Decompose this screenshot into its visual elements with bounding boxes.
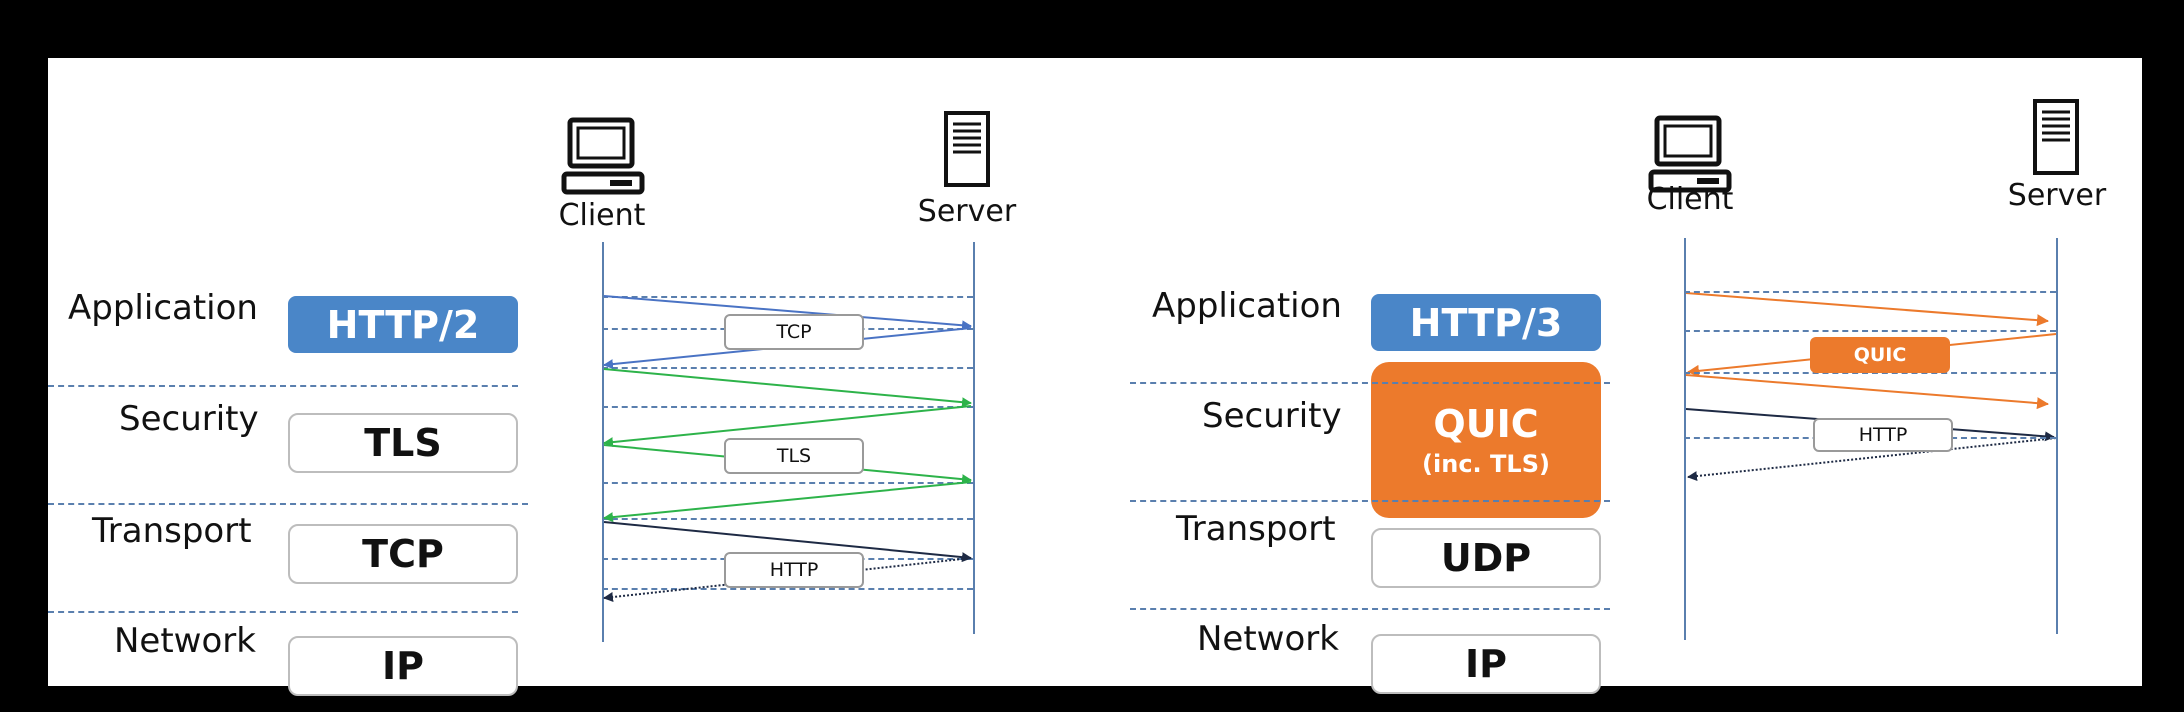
tls-box: TLS — [288, 413, 518, 473]
client-lifeline — [602, 242, 604, 642]
computer-icon — [561, 117, 645, 195]
timeline-tick — [602, 367, 973, 369]
layer-label-transport: Transport — [92, 511, 252, 551]
timeline-tick — [602, 296, 973, 298]
quic-box-subtitle: (inc. TLS) — [1422, 450, 1550, 478]
layer-label-transport: Transport — [1176, 509, 1336, 549]
timeline-tick — [602, 518, 973, 520]
quic-arrow-1 — [1685, 292, 2049, 327]
tcp-message-label: TCP — [724, 314, 864, 350]
tls-arrow-2 — [603, 405, 972, 448]
layer-label-application: Application — [68, 288, 258, 328]
tls-arrow-4 — [603, 481, 972, 523]
quic-message-label: QUIC — [1810, 337, 1950, 373]
layer-divider — [48, 503, 528, 505]
layer-label-network: Network — [114, 621, 256, 661]
layer-divider — [48, 385, 518, 387]
timeline-tick — [1684, 330, 2056, 332]
client-label: Client — [1646, 182, 1734, 217]
timeline-tick — [602, 588, 973, 590]
quic-box-title: QUIC — [1433, 402, 1539, 446]
layer-divider — [1130, 608, 1610, 610]
timeline-tick — [1684, 372, 2056, 374]
layer-label-application: Application — [1152, 286, 1342, 326]
ip-box: IP — [288, 636, 518, 696]
layer-label-network: Network — [1197, 619, 1339, 659]
quic-box: QUIC (inc. TLS) — [1371, 362, 1601, 518]
tcp-syn-arrow — [603, 295, 972, 331]
layer-label-security: Security — [1202, 396, 1342, 436]
server-icon — [944, 111, 990, 187]
http-message-label: HTTP — [724, 552, 864, 588]
server-label: Server — [2007, 178, 2107, 213]
server-label: Server — [917, 194, 1017, 229]
tls-message-label: TLS — [724, 438, 864, 474]
http3-box: HTTP/3 — [1371, 294, 1601, 351]
diagram-panel: Application Security Transport Network H… — [48, 58, 2142, 696]
timeline-tick — [602, 482, 973, 484]
http3-response-arrow — [1687, 437, 2057, 482]
server-lifeline — [973, 242, 975, 634]
layer-divider — [48, 611, 518, 613]
client-lifeline — [1684, 238, 1686, 640]
timeline-tick — [602, 406, 973, 408]
tcp-box: TCP — [288, 524, 518, 584]
ip-box: IP — [1371, 634, 1601, 694]
client-label: Client — [558, 198, 646, 233]
layer-divider — [1130, 382, 1610, 384]
layer-divider — [1130, 500, 1610, 502]
http2-box: HTTP/2 — [288, 296, 518, 353]
tls-arrow-1 — [603, 368, 972, 408]
http-request-arrow — [603, 521, 972, 563]
quic-arrow-3 — [1685, 374, 2049, 410]
server-icon — [2033, 99, 2079, 175]
layer-label-security: Security — [119, 399, 259, 439]
http-message-label: HTTP — [1813, 418, 1953, 452]
timeline-tick — [1684, 291, 2056, 293]
udp-box: UDP — [1371, 528, 1601, 588]
server-lifeline — [2056, 238, 2058, 634]
computer-icon — [1648, 115, 1732, 193]
